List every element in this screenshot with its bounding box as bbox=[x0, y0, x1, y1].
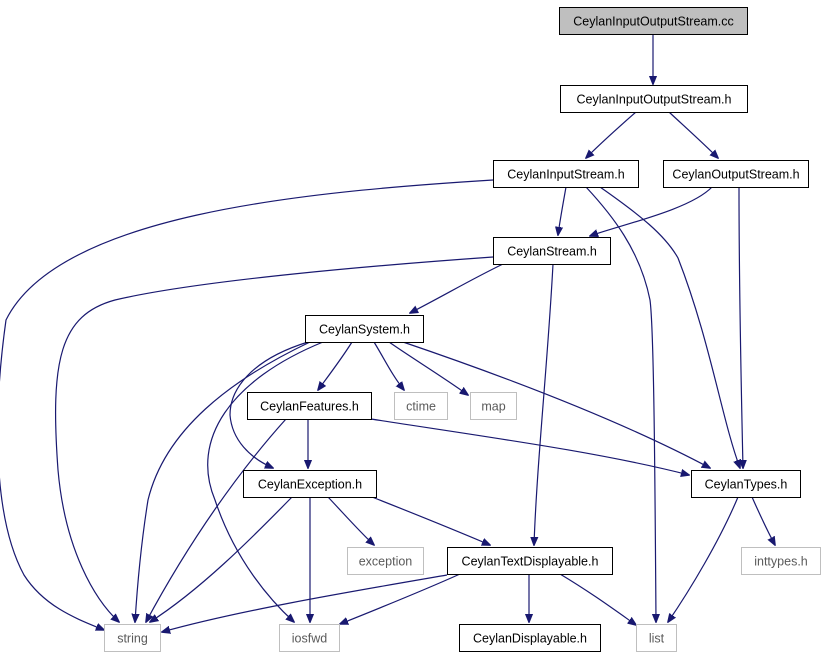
node-iosfwd[interactable]: iosfwd bbox=[279, 624, 340, 652]
node-box bbox=[305, 315, 424, 343]
node-box bbox=[470, 392, 517, 420]
edge-ceylantypes-h-to-inttypes-h bbox=[751, 496, 775, 545]
node-ceylanstream-h[interactable]: CeylanStream.h bbox=[493, 237, 611, 265]
node-ceylansystem-h[interactable]: CeylanSystem.h bbox=[305, 315, 424, 343]
edge-ceylansystem-h-to-ceylantypes-h bbox=[402, 341, 710, 468]
node-box bbox=[447, 547, 613, 575]
node-box bbox=[636, 624, 677, 652]
node-box bbox=[247, 392, 372, 420]
edge-ceylansystem-h-to-string bbox=[135, 341, 311, 622]
node-box bbox=[560, 85, 748, 113]
node-label: exception bbox=[359, 555, 413, 569]
node-label: CeylanInputOutputStream.h bbox=[577, 93, 732, 107]
node-label: map bbox=[481, 400, 505, 414]
edge-ceylansystem-h-to-iosfwd bbox=[207, 341, 324, 622]
node-label: CeylanOutputStream.h bbox=[672, 168, 799, 182]
node-box bbox=[279, 624, 340, 652]
edge-ceylaninputstream-h-to-ceylantypes-h bbox=[599, 186, 740, 468]
node-label: CeylanInputStream.h bbox=[507, 168, 624, 182]
node-box bbox=[493, 237, 611, 265]
edge-ceylantextdisplayable-h-to-iosfwd bbox=[340, 573, 461, 624]
node-ctime[interactable]: ctime bbox=[394, 392, 448, 420]
edge-ceylanexception-h-to-ceylantextdisplayable-h bbox=[371, 496, 490, 545]
nodes-layer: CeylanInputOutputStream.ccCeylanInputOut… bbox=[104, 7, 821, 652]
node-ceylanoutputstream-h[interactable]: CeylanOutputStream.h bbox=[663, 160, 809, 188]
edge-ceylanfeatures-h-to-string bbox=[146, 418, 287, 622]
edge-ceylanoutputstream-h-to-ceylantypes-h bbox=[738, 186, 743, 468]
node-label: CeylanStream.h bbox=[507, 245, 597, 259]
node-ceylantypes-h[interactable]: CeylanTypes.h bbox=[691, 470, 801, 498]
node-label: CeylanSystem.h bbox=[319, 323, 410, 337]
node-label: list bbox=[649, 632, 665, 646]
edge-ceylantextdisplayable-h-to-string bbox=[162, 574, 448, 632]
node-box bbox=[741, 547, 821, 575]
edge-ceylaninputoutputstream-h-to-ceylanoutputstream-h bbox=[668, 111, 718, 158]
edge-ceylanoutputstream-h-to-ceylanstream-h bbox=[590, 186, 713, 236]
node-ceylaninputstream-h[interactable]: CeylanInputStream.h bbox=[493, 160, 639, 188]
edge-ceylaninputstream-h-to-ceylanstream-h bbox=[558, 186, 567, 235]
edge-ceylaninputoutputstream-h-to-ceylaninputstream-h bbox=[586, 111, 637, 158]
edge-ceylanexception-h-to-string bbox=[150, 496, 293, 622]
edge-ceylansystem-h-to-ceylanfeatures-h bbox=[318, 341, 353, 390]
node-label: iosfwd bbox=[292, 632, 327, 646]
node-ceylantextdisplayable-h[interactable]: CeylanTextDisplayable.h bbox=[447, 547, 613, 575]
node-map[interactable]: map bbox=[470, 392, 517, 420]
node-ceylaninputoutputstream-cc[interactable]: CeylanInputOutputStream.cc bbox=[559, 7, 748, 35]
edge-ceylanstream-h-to-ceylansystem-h bbox=[410, 263, 504, 313]
node-box bbox=[347, 547, 424, 575]
node-ceylandisplayable-h[interactable]: CeylanDisplayable.h bbox=[459, 624, 601, 652]
edges-layer bbox=[0, 34, 775, 632]
node-label: CeylanInputOutputStream.cc bbox=[573, 15, 734, 29]
edge-ceylanstream-h-to-string bbox=[54, 256, 494, 622]
edge-ceylantextdisplayable-h-to-list bbox=[559, 573, 636, 625]
edge-ceylanexception-h-to-exception bbox=[327, 496, 374, 545]
edge-ceylansystem-h-to-map bbox=[388, 341, 468, 395]
node-box bbox=[691, 470, 801, 498]
node-label: CeylanException.h bbox=[258, 478, 362, 492]
node-ceylanfeatures-h[interactable]: CeylanFeatures.h bbox=[247, 392, 372, 420]
node-box bbox=[493, 160, 639, 188]
node-label: ctime bbox=[406, 400, 436, 414]
edge-ceylanstream-h-to-ceylantextdisplayable-h bbox=[534, 263, 554, 545]
edge-ceylansystem-h-to-ctime bbox=[373, 341, 404, 390]
node-label: CeylanTypes.h bbox=[705, 478, 788, 492]
node-list[interactable]: list bbox=[636, 624, 677, 652]
node-box bbox=[459, 624, 601, 652]
node-label: CeylanDisplayable.h bbox=[473, 632, 587, 646]
edge-ceylaninputstream-h-to-string bbox=[0, 179, 494, 630]
edge-ceylanfeatures-h-to-ceylantypes-h bbox=[370, 418, 689, 475]
node-ceylanexception-h[interactable]: CeylanException.h bbox=[243, 470, 377, 498]
node-ceylaninputoutputstream-h[interactable]: CeylanInputOutputStream.h bbox=[560, 85, 748, 113]
edge-ceylaninputstream-h-to-list bbox=[585, 186, 656, 622]
edge-ceylantypes-h-to-list bbox=[668, 496, 739, 622]
node-box bbox=[394, 392, 448, 420]
edge-ceylansystem-h-to-ceylanexception-h bbox=[229, 341, 309, 468]
node-label: CeylanTextDisplayable.h bbox=[462, 555, 599, 569]
node-box bbox=[559, 7, 748, 35]
node-inttypes-h[interactable]: inttypes.h bbox=[741, 547, 821, 575]
node-label: CeylanFeatures.h bbox=[260, 400, 359, 414]
node-box bbox=[104, 624, 161, 652]
node-label: inttypes.h bbox=[754, 555, 808, 569]
node-exception[interactable]: exception bbox=[347, 547, 424, 575]
node-string[interactable]: string bbox=[104, 624, 161, 652]
node-box bbox=[243, 470, 377, 498]
node-label: string bbox=[117, 632, 148, 646]
node-box bbox=[663, 160, 809, 188]
